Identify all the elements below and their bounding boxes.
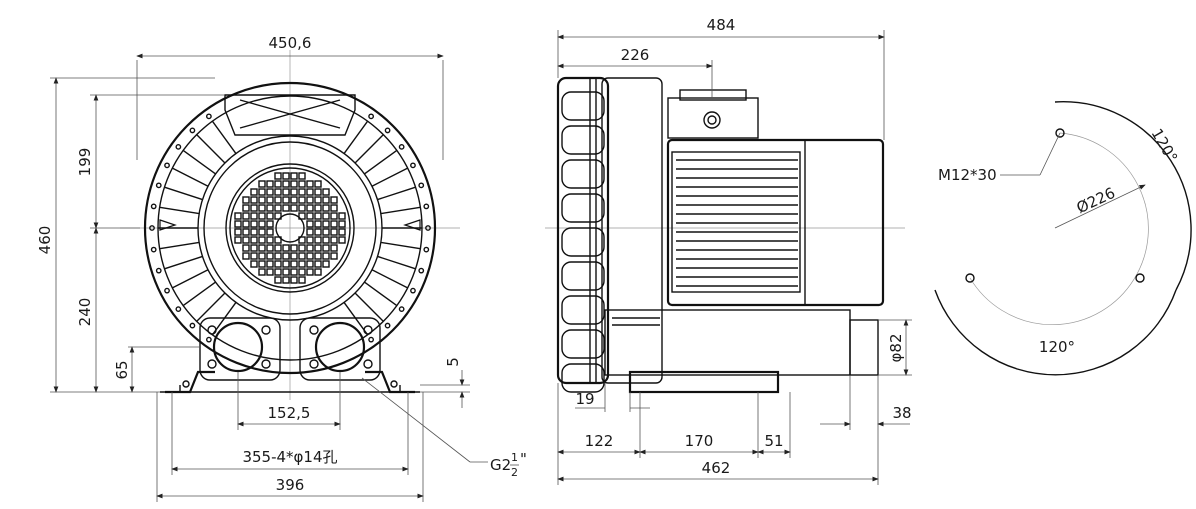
outlet-port [299, 317, 381, 381]
dim-label-base-offset: 122 [585, 432, 614, 450]
front-view: 450,6 460 199 240 65 [36, 34, 527, 502]
dimension-nozzle: 38 [820, 375, 912, 430]
dim-label-height-lower: 240 [76, 298, 94, 327]
dimension-foot-thickness: 5 [420, 357, 470, 408]
impeller-cage [556, 76, 663, 393]
motor-body [666, 138, 885, 307]
dimension-outlet-dia: φ82 [878, 319, 912, 376]
dim-label-height-upper: 199 [76, 148, 94, 177]
dimension-impeller-depth: 226 [557, 46, 713, 98]
pcd-label: Ø226 [1074, 184, 1118, 217]
dim-label-total-length-top: 484 [707, 16, 736, 34]
flange-view: M12*30 Ø226 120° 120° [934, 101, 1192, 376]
dimension-total-length-top: 484 [557, 16, 885, 140]
dim-label-width-top: 450,6 [269, 34, 312, 52]
dim-label-foot-height: 65 [113, 360, 131, 379]
side-base [604, 309, 879, 394]
terminal-box [224, 94, 356, 136]
port-thread-callout: G2 1 2 " [361, 377, 527, 479]
dimension-flange-offset: 19 [575, 383, 650, 412]
dim-label-foot-thickness: 5 [444, 357, 462, 367]
dim-label-nozzle: 38 [892, 404, 911, 422]
bolt-spec-label: M12*30 [938, 166, 997, 184]
dimension-total-length-bottom: 462 [557, 430, 879, 485]
dim-label-base-width: 396 [276, 476, 305, 494]
thread-label-numerator: 1 [511, 451, 518, 464]
angle-label-bottom: 120° [1039, 338, 1075, 356]
side-view: 484 226 φ82 19 [545, 16, 912, 485]
dimension-height-upper: 199 [76, 94, 225, 229]
dimension-height-total: 460 [36, 77, 215, 393]
motor-fins [676, 159, 798, 287]
dimension-hole-spacing: 355-4*φ14孔 [171, 392, 409, 475]
dim-label-hole-spacing: 355-4*φ14孔 [242, 448, 337, 466]
thread-label-prefix: G2 [490, 456, 511, 474]
dim-label-impeller-depth: 226 [621, 46, 650, 64]
dimension-height-lower: 240 [76, 227, 99, 393]
inlet-port [199, 317, 281, 381]
dim-label-flange-offset: 19 [575, 390, 594, 408]
angle-label-top: 120° [1148, 125, 1182, 165]
dim-label-base-tail: 51 [764, 432, 783, 450]
dimension-width-top: 450,6 [136, 34, 444, 160]
dim-label-total-length-bottom: 462 [702, 459, 731, 477]
thread-label-denominator: 2 [511, 466, 518, 479]
fan-grille [234, 172, 346, 284]
dim-label-height-total: 460 [36, 226, 54, 255]
dimension-port-spacing: 152,5 [237, 372, 341, 430]
cooling-ribs [149, 113, 431, 343]
dimension-foot-height: 65 [113, 346, 200, 393]
dim-label-outlet-dia: φ82 [887, 334, 905, 363]
dimension-chain-bottom: 122 170 51 [557, 383, 791, 485]
dim-label-base-length: 170 [685, 432, 714, 450]
dimension-base-width: 396 [156, 392, 424, 502]
side-terminal-box [667, 89, 759, 139]
dim-label-port-spacing: 152,5 [268, 404, 311, 422]
base-feet [160, 370, 420, 394]
thread-label-suffix: " [520, 450, 527, 468]
